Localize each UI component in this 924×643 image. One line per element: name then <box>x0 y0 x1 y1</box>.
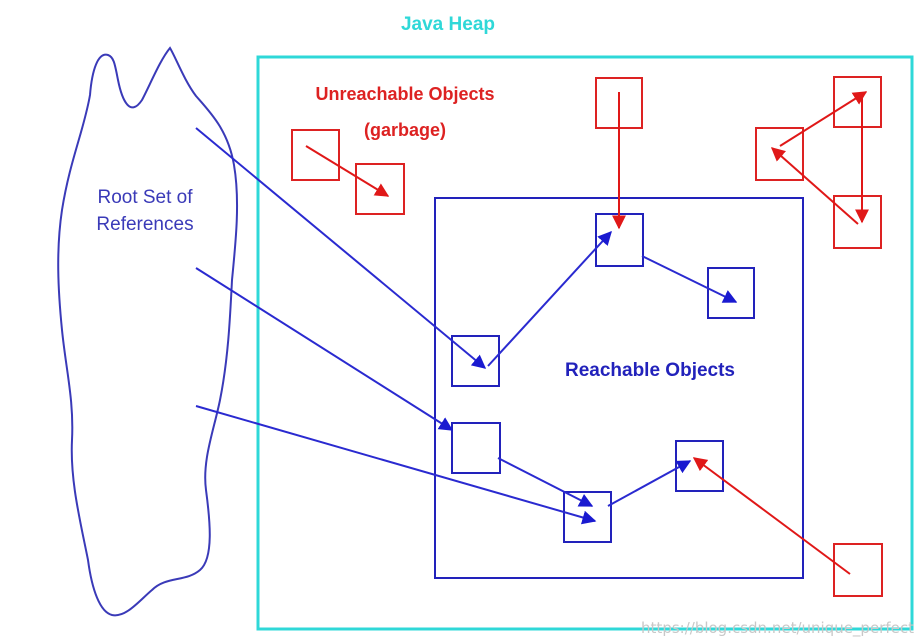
root-set-label-line1: Root Set of <box>97 187 193 208</box>
ref-arrow-3-to-1 <box>487 230 612 367</box>
unreachable-object-4 <box>833 76 882 128</box>
reachable-label: Reachable Objects <box>565 360 735 381</box>
reachable-object-5 <box>563 491 612 543</box>
reachable-object-3 <box>451 335 500 387</box>
garbage-cycle-arrow-a <box>779 91 868 147</box>
unreachable-object-7 <box>833 543 883 597</box>
root-ref-arrow-1 <box>195 127 487 369</box>
reachable-object-4 <box>451 422 501 474</box>
unreachable-label-line2: (garbage) <box>364 120 446 140</box>
root-ref-arrow-3 <box>195 405 597 525</box>
watermark: https://blog.csdn.net/unique_perfect <box>641 619 914 637</box>
unreachable-object-2 <box>355 163 405 215</box>
garbage-cycle-arrow-c <box>770 147 859 225</box>
root-set-label-line2: References <box>96 214 193 235</box>
heap-title: Java Heap <box>401 14 495 35</box>
ref-arrow-4-to-5 <box>497 457 594 507</box>
reachable-object-2 <box>707 267 755 319</box>
unreachable-object-5 <box>755 127 804 181</box>
unreachable-object-6 <box>833 195 882 249</box>
root-ref-arrow-2 <box>195 267 454 431</box>
garbage-arrow-1 <box>305 145 390 197</box>
reachable-object-6 <box>675 440 724 492</box>
ref-arrow-5-to-6 <box>607 460 692 507</box>
unreachable-object-1 <box>291 129 340 181</box>
garbage-arrow-to-reachable <box>692 457 851 575</box>
root-set-blob <box>57 46 239 617</box>
reachable-area-box <box>434 197 804 579</box>
unreachable-label-line1: Unreachable Objects <box>315 84 494 104</box>
ref-arrow-1-to-2 <box>641 255 738 303</box>
java-heap-box <box>256 55 914 631</box>
